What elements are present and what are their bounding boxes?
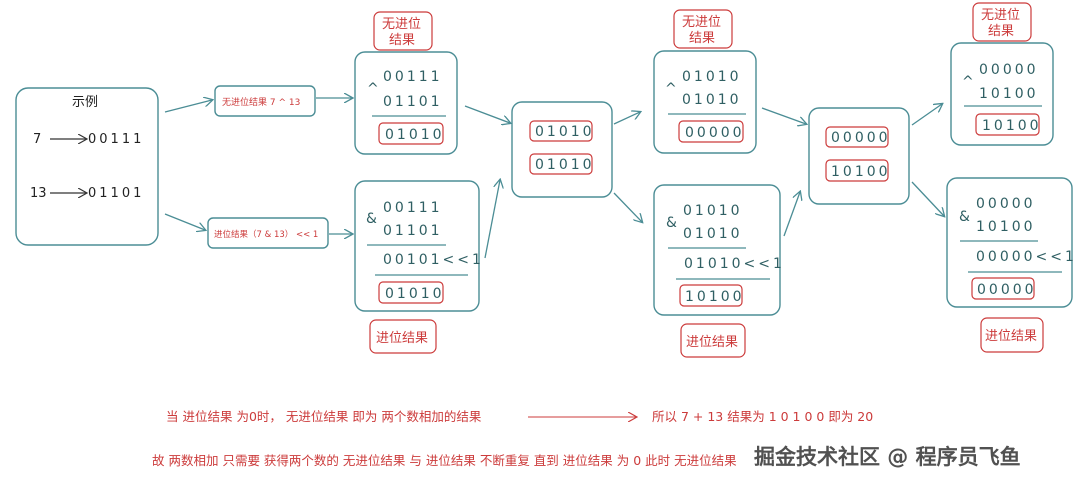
arrow-s2-and-to-merge bbox=[783, 192, 800, 237]
svg-text:结果: 结果 bbox=[389, 33, 415, 48]
stage3-carry-tag: 进位结果 bbox=[980, 317, 1044, 353]
note-line1-right: 所以 7 + 13 结果为 1 0 1 0 0 即为 20 bbox=[652, 409, 873, 424]
svg-text:00000<<1: 00000<<1 bbox=[976, 249, 1077, 265]
arrow-s2-xor-to-merge bbox=[761, 107, 806, 124]
example-bin-7: 00111 bbox=[88, 132, 144, 147]
stage2-and-box: & 01010 01010 01010<<1 10100 bbox=[653, 184, 785, 316]
svg-text:&: & bbox=[959, 209, 970, 225]
arrow-to-carry-label bbox=[164, 213, 205, 230]
svg-text:10100: 10100 bbox=[685, 289, 745, 305]
svg-text:无进位: 无进位 bbox=[382, 17, 421, 32]
svg-text:&: & bbox=[666, 215, 677, 231]
svg-text:进位结果: 进位结果 bbox=[985, 329, 1037, 344]
example-box: 示例 7 00111 13 01101 bbox=[15, 87, 159, 246]
svg-text:^: ^ bbox=[665, 81, 677, 97]
svg-text:00111: 00111 bbox=[383, 69, 443, 85]
stage2-carry-tag: 进位结果 bbox=[680, 323, 746, 358]
stage3-no-carry-tag: 无进位 结果 bbox=[972, 2, 1032, 42]
svg-text:10100: 10100 bbox=[979, 86, 1039, 102]
svg-text:00000: 00000 bbox=[979, 62, 1039, 78]
stage1-carry-tag: 进位结果 bbox=[369, 319, 437, 354]
svg-text:进位结果: 进位结果 bbox=[686, 335, 738, 350]
note-line2: 故 两数相加 只需要 获得两个数的 无进位结果 与 进位结果 不断重复 直到 进… bbox=[152, 453, 737, 468]
svg-text:01010: 01010 bbox=[683, 226, 743, 242]
svg-text:01010<<1: 01010<<1 bbox=[684, 256, 785, 272]
svg-text:10100: 10100 bbox=[976, 219, 1036, 235]
svg-text:00000: 00000 bbox=[976, 196, 1036, 212]
svg-text:01101: 01101 bbox=[383, 94, 443, 110]
stage3-xor-box: ^ 00000 10100 10100 bbox=[950, 42, 1054, 146]
stage1-xor-box: ^ 00111 01101 01010 bbox=[354, 51, 458, 155]
stage1-and-box: & 00111 01101 00101<<1 01010 bbox=[354, 180, 484, 312]
svg-text:进位结果（7 & 13） << 1: 进位结果（7 & 13） << 1 bbox=[214, 229, 318, 240]
svg-text:01101: 01101 bbox=[383, 223, 443, 239]
stage1-no-carry-tag: 无进位 结果 bbox=[373, 11, 433, 51]
arrow-merge1-to-s2-and bbox=[613, 192, 642, 222]
svg-text:无进位: 无进位 bbox=[981, 8, 1020, 23]
example-bin-13: 01101 bbox=[88, 186, 144, 201]
arrow-merge2-to-s3-and bbox=[911, 181, 944, 216]
svg-text:01010: 01010 bbox=[385, 286, 445, 302]
example-title: 示例 bbox=[72, 95, 98, 110]
watermark: 掘金技术社区 @ 程序员飞鱼 bbox=[754, 445, 1021, 469]
svg-text:^: ^ bbox=[367, 81, 379, 97]
example-dec-13: 13 bbox=[30, 186, 47, 201]
svg-text:10100: 10100 bbox=[831, 164, 891, 180]
svg-text:10100: 10100 bbox=[982, 118, 1042, 134]
arrow-s1-and-to-merge bbox=[484, 180, 500, 259]
svg-text:01010: 01010 bbox=[535, 124, 595, 140]
arrow-s1-xor-to-merge bbox=[464, 105, 510, 123]
arrow-merge1-to-s2-xor bbox=[613, 112, 640, 125]
stage3-and-box: & 00000 10100 00000<<1 00000 bbox=[946, 177, 1077, 308]
svg-text:^: ^ bbox=[962, 74, 974, 90]
svg-text:00000: 00000 bbox=[831, 130, 891, 146]
svg-text:01010: 01010 bbox=[535, 157, 595, 173]
arrow-merge2-to-s3-xor bbox=[911, 104, 942, 126]
svg-text:00101<<1: 00101<<1 bbox=[383, 252, 484, 268]
merge1-box: 01010 01010 bbox=[511, 101, 613, 198]
xor-step-label: 无进位结果 7 ^ 13 bbox=[214, 85, 316, 117]
arrow-to-xor-label bbox=[164, 100, 212, 113]
svg-text:01010: 01010 bbox=[682, 69, 742, 85]
carry-step-label: 进位结果（7 & 13） << 1 bbox=[207, 217, 329, 249]
merge2-box: 00000 10100 bbox=[808, 107, 910, 205]
svg-text:&: & bbox=[366, 211, 377, 227]
svg-text:无进位结果 7 ^ 13: 无进位结果 7 ^ 13 bbox=[222, 96, 300, 108]
stage2-no-carry-tag: 无进位 结果 bbox=[673, 9, 733, 49]
example-dec-7: 7 bbox=[33, 132, 41, 147]
svg-text:01010: 01010 bbox=[682, 92, 742, 108]
svg-text:00000: 00000 bbox=[685, 125, 745, 141]
svg-text:结果: 结果 bbox=[988, 24, 1014, 39]
svg-text:01010: 01010 bbox=[385, 127, 445, 143]
svg-text:无进位: 无进位 bbox=[682, 15, 721, 30]
svg-text:01010: 01010 bbox=[683, 203, 743, 219]
svg-text:00111: 00111 bbox=[383, 200, 443, 216]
note-line1-left: 当 进位结果 为0时， 无进位结果 即为 两个数相加的结果 bbox=[166, 409, 482, 424]
svg-text:结果: 结果 bbox=[689, 31, 715, 46]
svg-text:00000: 00000 bbox=[977, 282, 1037, 298]
svg-text:进位结果: 进位结果 bbox=[376, 331, 428, 346]
stage2-xor-box: ^ 01010 01010 00000 bbox=[653, 50, 757, 154]
